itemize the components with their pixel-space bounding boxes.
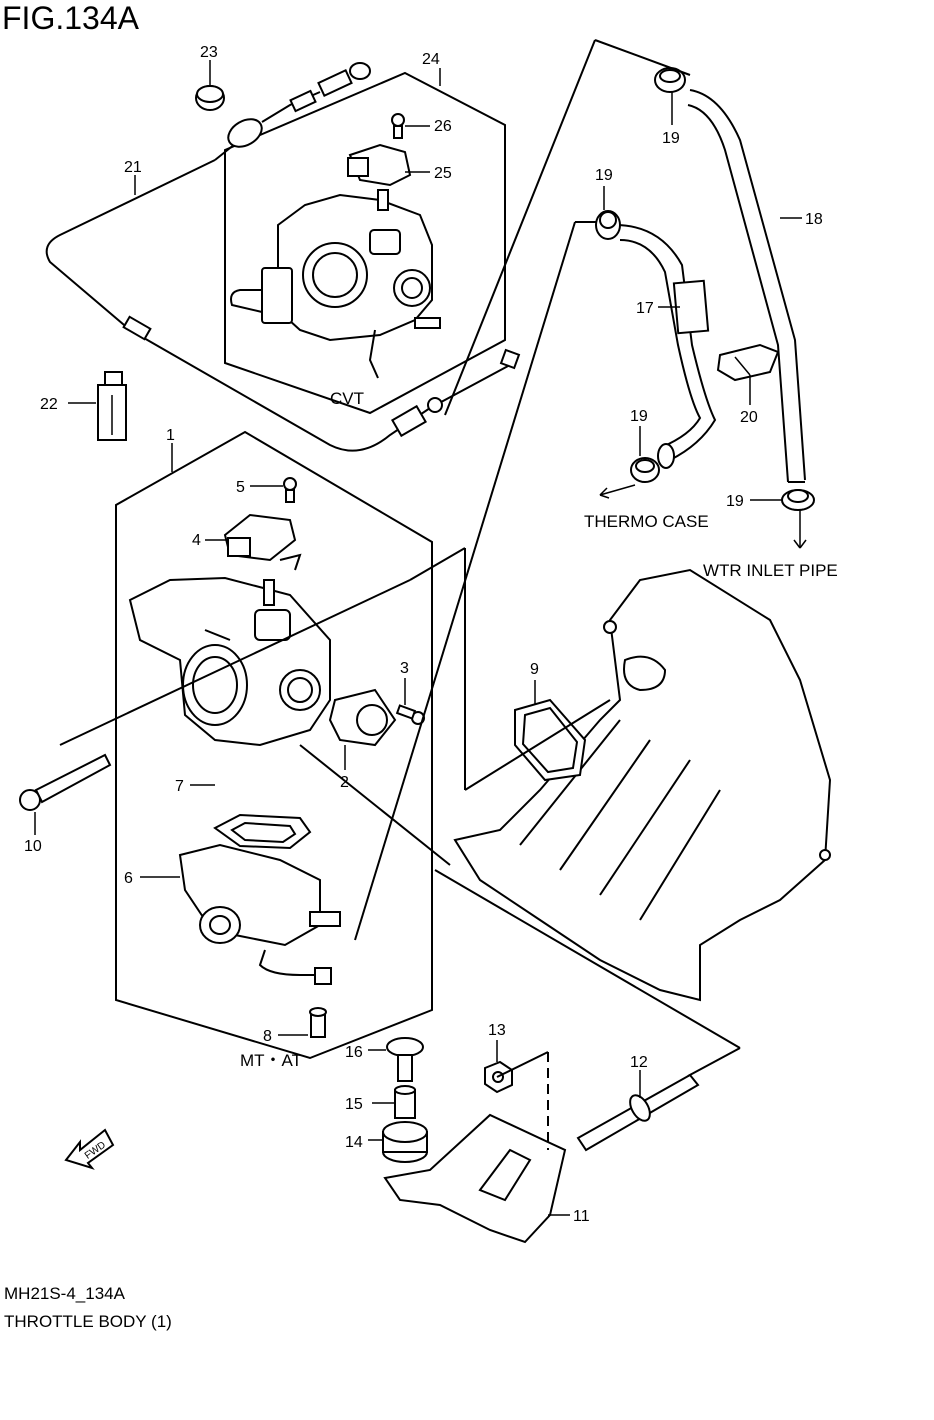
callout-12: 12 — [630, 1054, 648, 1071]
callout-20: 20 — [740, 409, 758, 426]
main-group-outline — [115, 430, 433, 1060]
callout-7: 7 — [175, 778, 184, 795]
part-19-clamp-c[interactable] — [630, 457, 660, 483]
part-25-sensor[interactable] — [347, 143, 412, 187]
cvt-group-outline — [224, 71, 506, 415]
callout-19d: 19 — [726, 493, 744, 510]
figure-code: MH21S-4_134A — [4, 1284, 125, 1303]
callout-11: 11 — [573, 1208, 590, 1225]
fwd-arrow-icon: FWD — [64, 1128, 115, 1170]
note-thermo-case: THERMO CASE — [584, 512, 709, 531]
callout-25: 25 — [434, 165, 452, 182]
part-3-screw[interactable] — [395, 704, 425, 725]
callout-19b: 19 — [595, 167, 613, 184]
callout-19a: 19 — [662, 130, 680, 147]
callout-23: 23 — [200, 44, 218, 61]
part-8-bolt[interactable] — [309, 1007, 327, 1038]
part-21-throttle-cable[interactable] — [45, 62, 521, 452]
part-19-clamp-a[interactable] — [654, 67, 686, 93]
note-wtr-inlet-pipe: WTR INLET PIPE — [703, 561, 838, 580]
callout-2: 2 — [340, 774, 349, 791]
callout-3: 3 — [400, 660, 409, 677]
part-9-gasket[interactable] — [514, 698, 587, 782]
part-7-gasket[interactable] — [213, 813, 312, 850]
callout-13: 13 — [488, 1022, 506, 1039]
part-11-bracket[interactable] — [383, 1113, 567, 1244]
part-2-sensor[interactable] — [328, 688, 397, 747]
part-18-hose[interactable] — [687, 89, 806, 483]
callout-1: 1 — [166, 427, 175, 444]
callout-4: 4 — [192, 532, 201, 549]
part-6-valve[interactable] — [178, 843, 341, 985]
callout-16: 16 — [345, 1044, 363, 1061]
part-15-collar[interactable] — [394, 1085, 416, 1119]
note-cvt: CVT — [330, 389, 364, 408]
figure-title: FIG.134A — [2, 0, 139, 36]
part-10-bolt[interactable] — [19, 753, 112, 811]
part-20-clip[interactable] — [716, 343, 780, 382]
callout-24: 24 — [422, 51, 440, 68]
callout-5: 5 — [236, 479, 245, 496]
part-26-screw[interactable] — [391, 113, 405, 139]
callout-6: 6 — [124, 870, 133, 887]
intake-manifold — [453, 568, 832, 1002]
callout-8: 8 — [263, 1028, 272, 1045]
callout-21: 21 — [124, 159, 142, 176]
part-16-bolt[interactable] — [386, 1037, 424, 1082]
part-12-stud[interactable] — [576, 1073, 700, 1152]
note-mt-at: MT・AT — [240, 1051, 302, 1070]
reference-lines — [34, 39, 807, 1216]
callout-18: 18 — [805, 211, 823, 228]
part-14-bushing[interactable] — [382, 1121, 428, 1163]
figure-name: THROTTLE BODY (1) — [4, 1312, 172, 1331]
callout-22: 22 — [40, 396, 58, 413]
part-19-clamp-b[interactable] — [595, 210, 621, 240]
callout-15: 15 — [345, 1096, 363, 1113]
part-22-connector[interactable] — [97, 371, 127, 441]
cvt-throttle-body[interactable] — [230, 189, 441, 379]
part-19-clamp-d[interactable] — [781, 489, 815, 511]
callout-9: 9 — [530, 661, 539, 678]
part-5-screw[interactable] — [283, 477, 297, 503]
main-throttle-body[interactable] — [128, 576, 331, 747]
callout-17: 17 — [636, 300, 654, 317]
part-23-cap[interactable] — [195, 85, 225, 111]
callout-19c: 19 — [630, 408, 648, 425]
part-17-hose[interactable] — [614, 224, 717, 469]
part-4-sensor[interactable] — [223, 513, 302, 571]
callout-26: 26 — [434, 118, 452, 135]
callout-14: 14 — [345, 1134, 363, 1151]
callout-10: 10 — [24, 838, 42, 855]
